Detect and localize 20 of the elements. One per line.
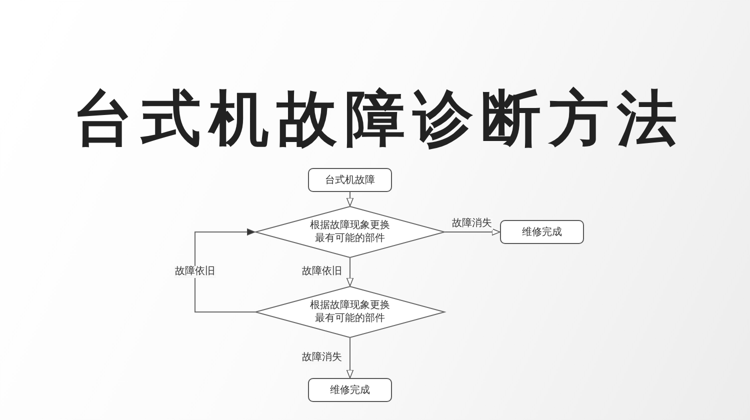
arrow bbox=[346, 338, 354, 378]
node-label: 台式机故障 bbox=[325, 174, 375, 186]
title: 台式机故障诊断方法 bbox=[72, 86, 685, 152]
arrow bbox=[346, 192, 354, 206]
terminal-box bbox=[308, 378, 392, 402]
node-label: 维修完成 bbox=[522, 226, 562, 238]
terminal-box bbox=[308, 168, 392, 192]
arrow bbox=[444, 228, 500, 236]
arrow bbox=[346, 258, 354, 286]
edge-label: 故障消失 bbox=[301, 352, 343, 364]
terminal-box bbox=[500, 220, 584, 244]
edge-label: 故障消失 bbox=[451, 218, 493, 230]
decision-diamond bbox=[255, 286, 445, 338]
node-label: 根据故障现象更换最有可能的部件 bbox=[310, 299, 390, 325]
arrow bbox=[194, 228, 256, 312]
decision-diamond bbox=[255, 206, 445, 258]
node-label: 维修完成 bbox=[330, 384, 370, 396]
node-label: 根据故障现象更换最有可能的部件 bbox=[310, 219, 390, 245]
edge-label: 故障依旧 bbox=[301, 266, 343, 278]
edge-label: 故障依旧 bbox=[174, 266, 216, 278]
